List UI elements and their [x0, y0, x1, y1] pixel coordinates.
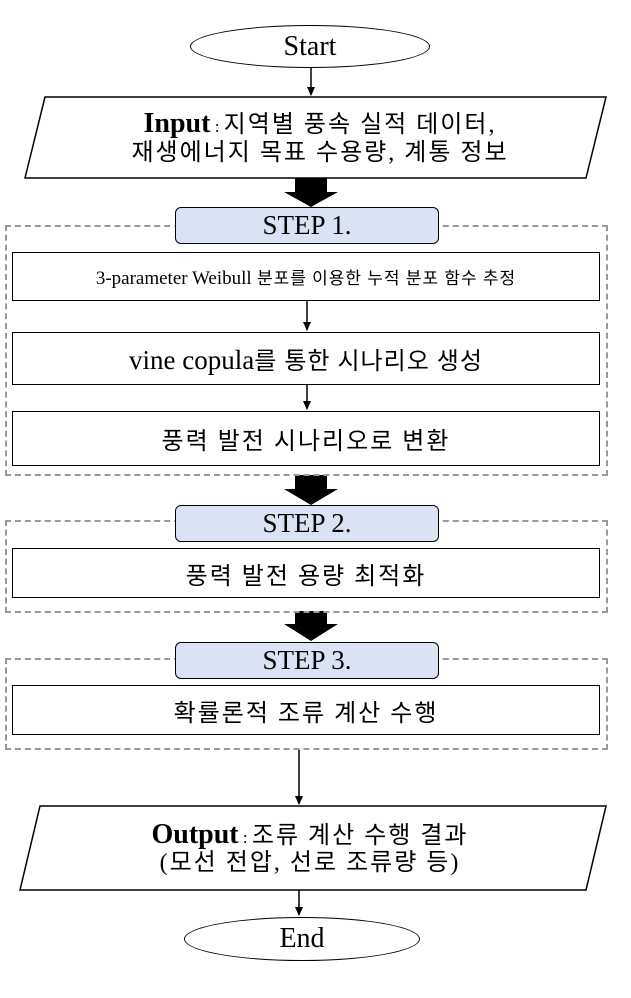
step3-box1: 확률론적 조류 계산 수행 — [12, 685, 600, 735]
step1-box3: 풍력 발전 시나리오로 변환 — [12, 411, 600, 466]
output-text: Output : 조류 계산 수행 결과 (모선 전압, 선로 조류량 등) — [50, 808, 570, 888]
output-line1: 조류 계산 수행 결과 — [251, 822, 469, 849]
output-title: Output — [151, 818, 239, 850]
step1-box1-ko: 분포를 이용한 누적 분포 함수 추정 — [251, 268, 517, 288]
step1-box1-latin: 3-parameter Weibull — [95, 267, 252, 289]
input-text: Input : 지역별 풍속 실적 데이터, 재생에너지 목표 수용량, 계통 … — [60, 99, 580, 176]
thick-arrow-2 — [284, 475, 338, 505]
step3-box1-label: 확률론적 조류 계산 수행 — [173, 700, 439, 727]
step1-box1: 3-parameter Weibull 분포를 이용한 누적 분포 함수 추정 — [12, 252, 600, 301]
start-terminal: Start — [190, 25, 430, 68]
thick-arrow-3 — [284, 611, 338, 641]
end-terminal: End — [184, 917, 420, 961]
input-line1: 지역별 풍속 실적 데이터, — [223, 112, 497, 139]
step1-box2: vine copula를 통한 시나리오 생성 — [12, 332, 600, 385]
input-title: Input — [143, 108, 211, 140]
output-parallelogram — [19, 805, 607, 891]
step1-label: STEP 1. — [262, 210, 352, 240]
end-label: End — [279, 923, 325, 954]
thick-arrow-1 — [284, 178, 338, 207]
step2-label: STEP 2. — [262, 508, 352, 538]
step1-label-box: STEP 1. — [175, 207, 439, 244]
step3-label-box: STEP 3. — [175, 642, 439, 679]
step1-box2-ko: 를 통한 시나리오 생성 — [254, 349, 483, 375]
step2-label-box: STEP 2. — [175, 505, 439, 542]
input-parallelogram — [24, 96, 607, 179]
input-line2: 재생에너지 목표 수용량, 계통 정보 — [131, 139, 509, 166]
output-line2: (모선 전압, 선로 조류량 등) — [159, 850, 461, 877]
start-label: Start — [283, 30, 337, 62]
step3-label: STEP 3. — [262, 645, 352, 675]
step2-box1: 풍력 발전 용량 최적화 — [12, 548, 600, 598]
step1-box3-label: 풍력 발전 시나리오로 변환 — [161, 429, 451, 455]
step1-box2-latin: vine copula — [129, 345, 255, 375]
input-separator: : — [210, 117, 224, 137]
step2-box1-label: 풍력 발전 용량 최적화 — [185, 563, 427, 590]
output-separator: : — [238, 827, 252, 847]
